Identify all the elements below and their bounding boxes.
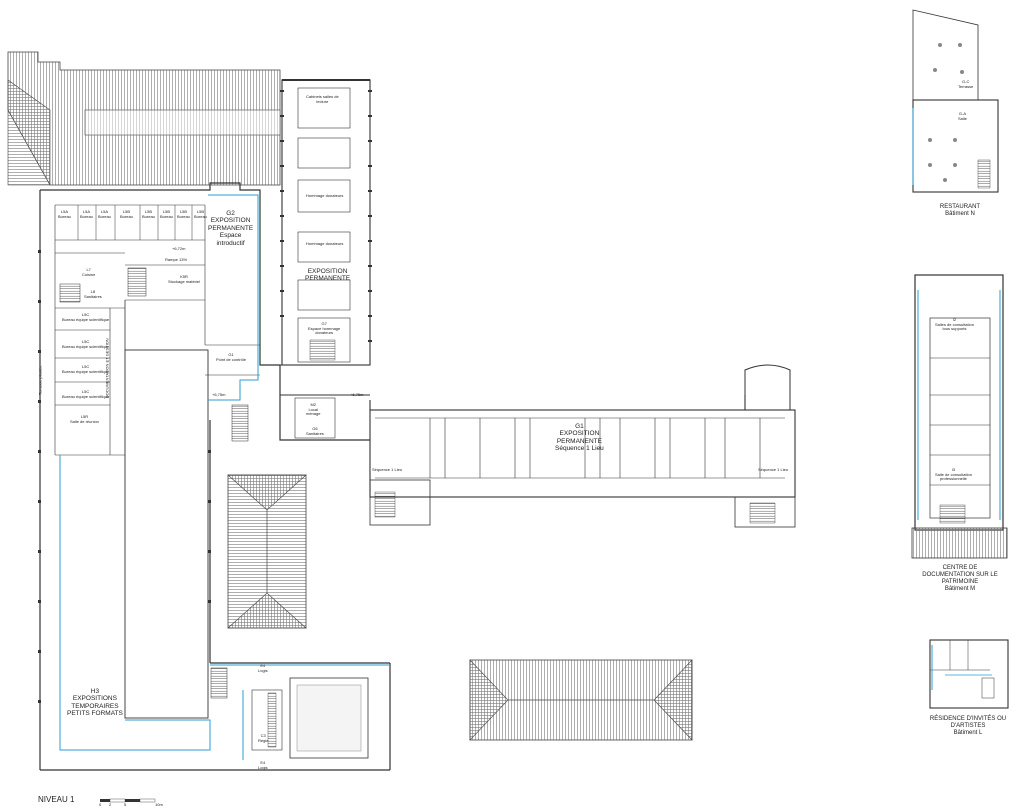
restaurant-building — [912, 9, 999, 193]
label-hommage-2: Hommage donateurs — [306, 241, 344, 246]
label-office-5: L5B Bureau — [142, 209, 155, 219]
label-k5r: K5R Stockage matériel — [168, 274, 201, 284]
west-block — [39, 182, 391, 771]
label-permanent-exhibit: EXPOSITION PERMANENTE — [305, 268, 351, 283]
label-office-2: L5A Bureau — [80, 209, 93, 219]
label-g7: G7 Espace hommage donateurs — [308, 321, 341, 336]
exhibition-route-west — [59, 194, 390, 760]
label-e4-logis-1: E4 Logis — [258, 663, 268, 673]
east-wing — [369, 364, 796, 528]
label-doc-top: I2 Salles de consultation tous supports — [935, 317, 974, 332]
label-office-8: L5B Bureau — [194, 209, 207, 219]
label-level-2: +6,75m — [212, 392, 226, 397]
label-office-7: L5B Bureau — [177, 209, 190, 219]
caption-restaurant: RESTAURANT Bâtiment N — [939, 204, 981, 217]
columns-west — [38, 250, 211, 703]
scale-tick-5: 5 — [124, 802, 127, 807]
label-l5c-4: L5C Bureau équipe scientifique — [62, 389, 110, 399]
label-l5c-1: L5C Bureau équipe scientifique — [62, 312, 110, 322]
roof-south — [469, 659, 693, 741]
residence-building — [929, 639, 1009, 709]
label-l5c-2: L5C Bureau équipe scientifique — [62, 339, 110, 349]
scale-tick-0: 0 — [99, 802, 102, 807]
label-office-4: L5B Bureau — [120, 209, 133, 219]
label-level-3: +6,75m — [350, 392, 364, 397]
label-l5c-3: L5C Bureau équipe scientifique — [62, 364, 110, 374]
caption-documentation: CENTRE DE DOCUMENTATION SUR LE PATRIMOIN… — [922, 565, 998, 592]
label-seq1-right: Séquence 1 Lieu — [758, 467, 789, 472]
label-cabinets: Cabinets salles de lecture — [306, 94, 339, 104]
label-g1: G1 EXPOSITION PERMANENTE Séquence 1 Lieu — [555, 423, 604, 453]
level-title: NIVEAU 1 — [38, 795, 75, 804]
label-seq1-left: Séquence 1 Lieu — [372, 467, 403, 472]
label-g1-point: G1 Point de contrôle — [216, 352, 247, 362]
label-e4-logis-2: E4 Logis — [258, 760, 268, 770]
label-l8: L8 Sanitaires — [84, 289, 102, 299]
label-documentation-gestion: DOCUMENTATION ET GESTION — [104, 338, 110, 399]
label-doc-bottom: I3 Salle de consultation professionnelle — [935, 467, 972, 482]
label-restaurant-terrasse: G-C Terrasse — [958, 79, 974, 89]
label-hommage-1: Hommage donateurs — [306, 193, 344, 198]
auditorium — [251, 677, 369, 759]
label-h3: H3 EXPOSITIONS TEMPORAIRES PETITS FORMAT… — [67, 688, 123, 718]
stairs-west — [59, 267, 249, 699]
windows-north — [280, 90, 372, 342]
label-m2: M2 Local ménage — [306, 402, 321, 417]
label-level-1: +6,72m — [172, 246, 186, 251]
label-office-3: L5A Bureau — [98, 209, 111, 219]
caption-residence: RÉSIDENCE D'INVITÉS OU D'ARTISTES Bâtime… — [929, 716, 1007, 736]
label-l5r: L5R Salle de réunion — [70, 414, 99, 424]
scale-tick-2: 2 — [109, 802, 112, 807]
label-office-6: L5B Bureau — [160, 209, 173, 219]
scale-bar — [100, 798, 156, 803]
label-rampe: Rampe 13% — [165, 257, 188, 262]
label-restaurant-salle: G-A Salle — [958, 111, 967, 121]
roof-top-left — [7, 51, 281, 186]
documentation-building — [911, 274, 1008, 559]
label-c3-regie: C3 Régie — [258, 733, 269, 743]
scale-tick-10: 10m — [155, 802, 163, 807]
label-sanitaires-g: G6 Sanitaires — [306, 426, 324, 436]
roof-central — [227, 474, 307, 629]
label-l7: L7 Cuisine — [82, 267, 96, 277]
north-wing — [281, 79, 371, 439]
label-terrasse-plantee: Terrasse plantée — [37, 365, 43, 396]
connector — [260, 364, 370, 396]
label-office-1: L5A Bureau — [58, 209, 71, 219]
label-g2: G2 EXPOSITION PERMANENTE Espace introduc… — [208, 210, 254, 247]
